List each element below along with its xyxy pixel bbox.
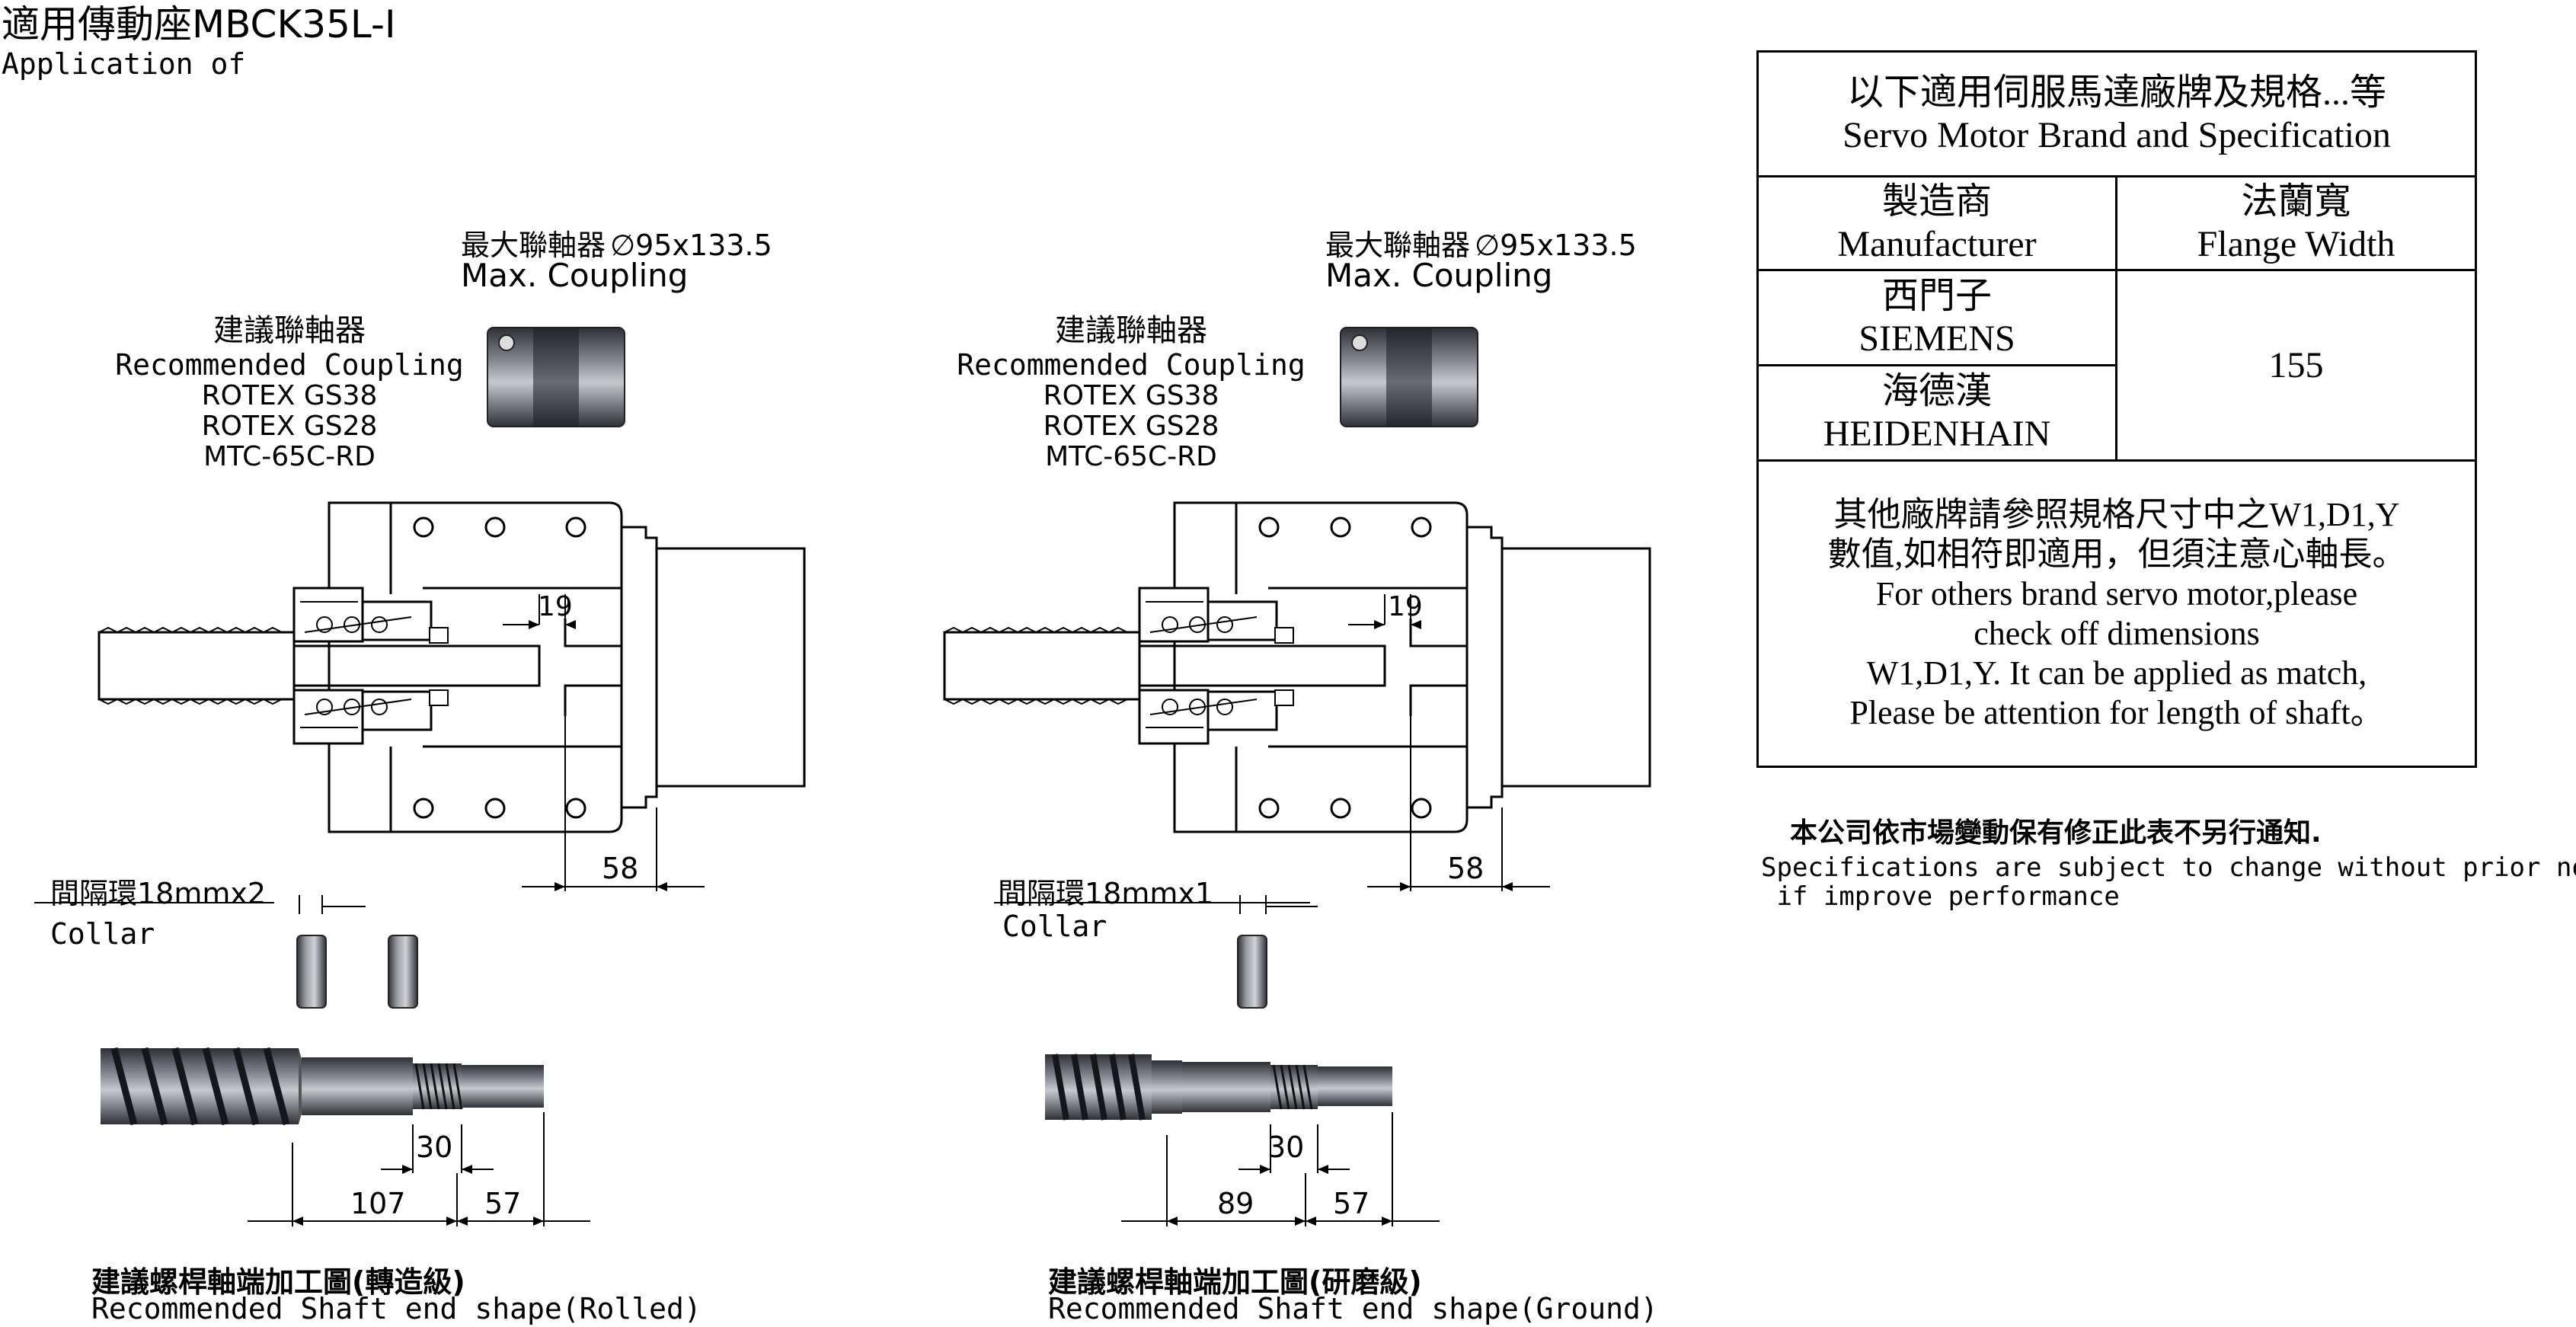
left-recommended-coupling: 建議聯軸器 Recommended Coupling ROTEX GS38 RO… bbox=[114, 312, 465, 472]
col-manufacturer-zh: 製造商 bbox=[1881, 181, 1992, 222]
left-collar-en: Collar bbox=[50, 917, 155, 951]
notice-zh: 本公司依市場變動保有修正此表不另行通知. bbox=[1790, 817, 2322, 849]
left-dim-30: 30 bbox=[416, 1130, 453, 1164]
shaft-ground-image bbox=[1045, 1054, 1392, 1121]
spec-table-note: 其他廠牌請參照規格尺寸中之W1,D1,Y 數值,如相符即適用，但須注意心軸長。 … bbox=[1756, 459, 2477, 768]
page-subtitle: Application of bbox=[2, 47, 246, 81]
right-collar-en: Collar bbox=[1002, 910, 1107, 943]
right-dim-89: 89 bbox=[1217, 1187, 1254, 1220]
left-shaft-zh: 建議螺桿軸端加工圖(轉造級) bbox=[91, 1265, 465, 1299]
recommended-en: Recommended Coupling bbox=[957, 348, 1306, 382]
brand-siemens: 西門子 SIEMENS bbox=[1756, 269, 2117, 366]
right-shaft-en: Recommended Shaft end shape(Ground) bbox=[1048, 1292, 1658, 1325]
max-coupling-dim: ∅95x133.5 bbox=[1475, 229, 1637, 262]
coupling-model-1: ROTEX GS38 bbox=[201, 380, 378, 411]
note-line: 數值,如相符即適用，但須注意心軸長。 bbox=[1827, 535, 2406, 573]
col-flange-width: 法蘭寬 Flange Width bbox=[2115, 175, 2477, 271]
right-dim-30: 30 bbox=[1267, 1130, 1305, 1164]
coupling-model-3: MTC-65C-RD bbox=[203, 441, 376, 472]
coupling-model-2: ROTEX GS28 bbox=[201, 411, 378, 442]
right-assembly-drawing bbox=[943, 327, 1651, 1226]
right-recommended-coupling: 建議聯軸器 Recommended Coupling ROTEX GS38 RO… bbox=[956, 312, 1306, 472]
right-max-coupling-label: 最大聯軸器∅95x133.5 bbox=[1325, 229, 1637, 262]
left-max-coupling-label: 最大聯軸器∅95x133.5 bbox=[461, 229, 772, 262]
left-dim-58: 58 bbox=[602, 852, 639, 885]
notice-en-line1: Specifications are subject to change wit… bbox=[1761, 852, 2576, 883]
coupling-model-3: MTC-65C-RD bbox=[1045, 441, 1217, 472]
left-collar-zh: 間隔環18mmx2 bbox=[50, 877, 267, 910]
note-line: W1,D1,Y. It can be applied as match, bbox=[1866, 654, 2367, 692]
coupling-model-1: ROTEX GS38 bbox=[1043, 380, 1219, 411]
note-line: Please be attention for length of shaft。 bbox=[1849, 693, 2384, 731]
coupling-model-2: ROTEX GS28 bbox=[1043, 411, 1219, 442]
flange-width-value: 155 bbox=[2115, 269, 2477, 462]
left-dim-57: 57 bbox=[484, 1187, 522, 1220]
recommended-zh: 建議聯軸器 bbox=[1055, 313, 1207, 348]
spec-table-header: 以下適用伺服馬達廠牌及規格...等 Servo Motor Brand and … bbox=[1756, 50, 2477, 177]
brand-zh: 海德漢 bbox=[1881, 371, 1992, 411]
coupling-image bbox=[1340, 327, 1478, 427]
col-flange-en: Flange Width bbox=[2197, 224, 2395, 264]
header-en: Servo Motor Brand and Specification bbox=[1843, 114, 2391, 155]
brand-zh: 西門子 bbox=[1881, 276, 1992, 316]
brand-heidenhain: 海德漢 HEIDENHAIN bbox=[1756, 364, 2117, 462]
left-dim-107: 107 bbox=[350, 1187, 406, 1220]
col-flange-zh: 法蘭寬 bbox=[2241, 181, 2351, 222]
left-dim-19: 19 bbox=[538, 591, 573, 622]
servo-motor-spec-table: 以下適用伺服馬達廠牌及規格...等 Servo Motor Brand and … bbox=[1756, 50, 2477, 768]
collar-1 bbox=[296, 935, 327, 1009]
recommended-en: Recommended Coupling bbox=[115, 348, 464, 382]
right-dim-57: 57 bbox=[1333, 1187, 1370, 1220]
collar-2 bbox=[388, 935, 418, 1009]
left-assembly-drawing bbox=[34, 327, 806, 1226]
notice-en-line2: if improve performance bbox=[1761, 881, 2120, 912]
right-dim-19: 19 bbox=[1388, 591, 1423, 622]
page-title: 適用傳動座MBCK35L-I bbox=[2, 2, 396, 46]
coupling-image bbox=[487, 327, 625, 427]
collar-1 bbox=[1237, 935, 1267, 1009]
max-coupling-zh: 最大聯軸器 bbox=[1325, 229, 1471, 262]
shaft-rolled-image bbox=[101, 1047, 544, 1126]
note-line: 其他廠牌請參照規格尺寸中之W1,D1,Y bbox=[1833, 495, 2400, 533]
left-shaft-en: Recommended Shaft end shape(Rolled) bbox=[91, 1292, 702, 1325]
right-shaft-zh: 建議螺桿軸端加工圖(研磨級) bbox=[1048, 1265, 1422, 1299]
brand-en: SIEMENS bbox=[1858, 318, 2015, 359]
col-manufacturer-en: Manufacturer bbox=[1837, 224, 2037, 264]
right-max-coupling-en: Max. Coupling bbox=[1325, 257, 1553, 294]
brand-en: HEIDENHAIN bbox=[1823, 414, 2051, 454]
right-collar-zh: 間隔環18mmx1 bbox=[998, 877, 1214, 910]
max-coupling-zh: 最大聯軸器 bbox=[461, 229, 606, 262]
left-max-coupling-en: Max. Coupling bbox=[461, 257, 689, 294]
header-zh: 以下適用伺服馬達廠牌及規格...等 bbox=[1846, 72, 2386, 113]
note-line: check off dimensions bbox=[1974, 614, 2260, 652]
right-dim-58: 58 bbox=[1447, 852, 1485, 885]
note-line: For others brand servo motor,please bbox=[1875, 574, 2358, 612]
col-manufacturer: 製造商 Manufacturer bbox=[1756, 175, 2117, 271]
max-coupling-dim: ∅95x133.5 bbox=[610, 229, 772, 262]
recommended-zh: 建議聯軸器 bbox=[213, 313, 366, 348]
